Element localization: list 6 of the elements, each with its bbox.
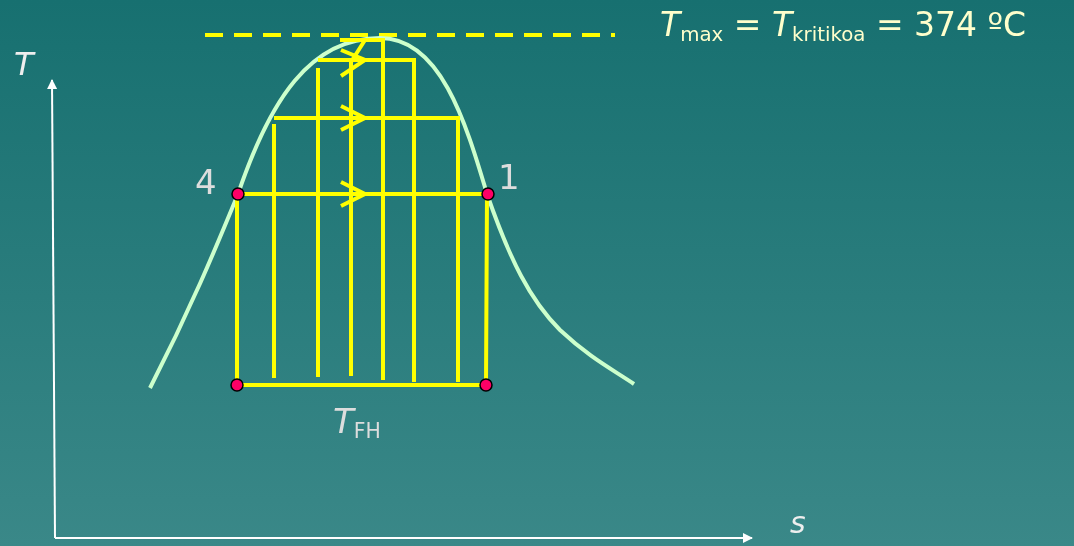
- temperature-axis-label: T: [14, 48, 34, 80]
- entropy-axis-label: s: [790, 508, 806, 538]
- critical-temperature-equation: T$_{max}$ = T$_{kritikoa}$ = 374 ºC: [660, 8, 1027, 45]
- temperature-label: T$_{FH}$: [333, 404, 381, 442]
- state-point-label: 1: [498, 160, 520, 194]
- state-point-label: 4: [195, 165, 217, 199]
